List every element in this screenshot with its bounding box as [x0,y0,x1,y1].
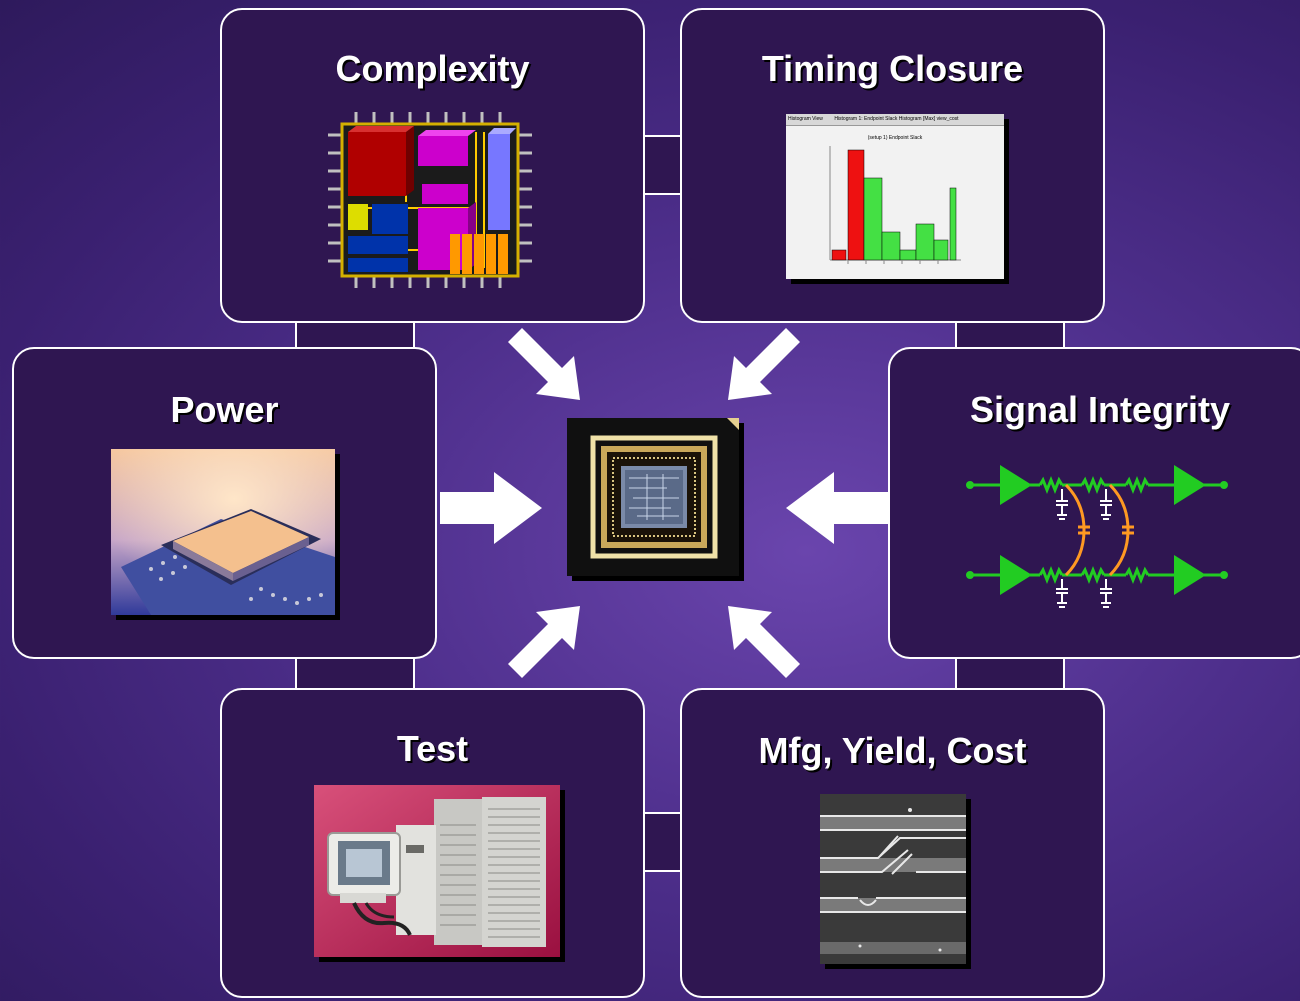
histogram-bar-1 [831,249,847,261]
arrow-from-complexity-icon [508,328,580,400]
histogram-bar-4 [881,231,901,261]
timing-closure-panel: Timing Closure Histogram View Histogram … [680,8,1105,323]
histogram-bar-8 [949,187,957,261]
tester-machine-icon [314,785,560,957]
power-panel: Power [12,347,437,659]
histogram-window-toolbar: Histogram View Histogram 1: Endpoint Sla… [786,114,1004,126]
complexity-title: Complexity [335,48,530,89]
test-title: Test [396,728,469,769]
histogram-plot [829,146,961,264]
histogram-toolbar-right: Histogram 1: Endpoint Slack Histogram [M… [834,116,959,122]
coupled-wires-schematic-icon [966,465,1228,608]
defect-micrograph-icon [820,794,966,964]
ic-package-die-icon [567,418,739,576]
arrow-from-mfg-yield-cost-icon [728,606,800,678]
power-title: Power [170,389,279,430]
slack-histogram-icon: Histogram View Histogram 1: Endpoint Sla… [786,114,1004,279]
arrow-from-power-icon [440,472,542,544]
cpu-socket-icon [111,449,335,615]
test-panel: Test [220,688,645,998]
histogram-chart-title: (setup 1) Endpoint Slack [867,135,923,141]
mfg-yield-cost-panel: Mfg, Yield, Cost [680,688,1105,998]
arrow-from-signal-integrity-icon [786,472,888,544]
histogram-bar-6 [915,223,935,261]
histogram-bar-7 [933,239,949,261]
arrow-from-timing-closure-icon [728,328,800,400]
signal-integrity-title: Signal Integrity [969,389,1231,430]
histogram-bar-5 [899,249,917,261]
complexity-panel: Complexity [220,8,645,323]
arrow-from-test-icon [508,606,580,678]
chip-floorplan-icon [326,110,534,290]
signal-integrity-panel: Signal Integrity [888,347,1300,659]
mfg-yield-cost-title: Mfg, Yield, Cost [758,730,1027,771]
histogram-bar-2 [847,149,865,261]
histogram-toolbar-left: Histogram View [788,116,823,122]
timing-closure-title: Timing Closure [761,48,1024,89]
histogram-bar-3 [863,177,883,261]
